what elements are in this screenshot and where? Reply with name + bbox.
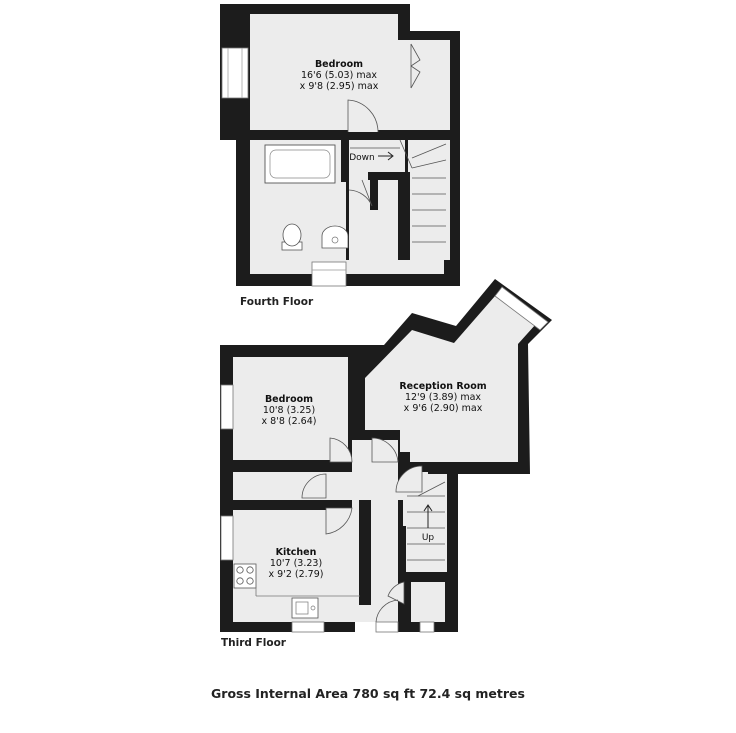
third-bedroom-dim-1: 10'8 (3.25) <box>263 405 315 416</box>
third-inner-wall-1 <box>233 460 330 472</box>
third-bedroom-dim-2: x 8'8 (2.64) <box>262 416 317 427</box>
up-label: Up <box>422 533 435 543</box>
third-inner-wall-3 <box>233 500 303 510</box>
bathroom-door <box>348 179 373 207</box>
fourth-inner-wall-5 <box>368 172 398 180</box>
third-bedroom-name: Bedroom <box>265 394 313 405</box>
third-bedroom-door <box>329 437 353 463</box>
third-floor-plan: Bedroom 10'8 (3.25) x 8'8 (2.64) Recepti… <box>220 279 552 633</box>
kitchen-dim-2: x 9'2 (2.79) <box>269 569 324 580</box>
third-inner-wall-7 <box>403 572 447 582</box>
fourth-inner-wall-3 <box>341 140 349 182</box>
fourth-bedroom-area <box>250 14 450 130</box>
down-arrow-icon <box>378 151 394 161</box>
kitchen-window <box>220 515 234 561</box>
fourth-floor-plan: Bedroom 16'6 (5.03) max x 9'8 (2.95) max… <box>220 4 460 287</box>
fourth-window-left <box>221 47 249 99</box>
cupboard-window <box>419 621 435 633</box>
kitchen-name: Kitchen <box>276 547 317 558</box>
up-arrow-icon <box>423 504 433 528</box>
third-inner-wall-4 <box>359 500 371 605</box>
reception-bay-window <box>494 286 549 331</box>
cupboard-area <box>409 582 445 622</box>
kitchen-bottom-window <box>291 621 325 633</box>
fourth-bedroom-door <box>347 99 379 133</box>
third-bedroom-window <box>220 384 234 430</box>
fourth-floor-label: Fourth Floor <box>240 296 314 308</box>
hob <box>233 563 257 589</box>
third-floor-label: Third Floor <box>221 637 286 649</box>
reception-room-area <box>365 296 536 462</box>
third-stairs <box>407 481 446 561</box>
fourth-bedroom-dim-1: 16'6 (5.03) max <box>301 70 377 81</box>
wardrobe <box>410 43 421 89</box>
entrance-door <box>375 621 399 633</box>
hall-door <box>301 473 327 499</box>
wc <box>281 223 303 251</box>
fourth-bedroom-dim-2: x 9'8 (2.95) max <box>300 81 379 92</box>
basin <box>321 225 349 249</box>
kitchen-door <box>325 507 353 535</box>
fourth-inner-wall <box>246 130 346 140</box>
kitchen-sink <box>291 597 319 619</box>
third-inner-wall-6 <box>398 526 406 574</box>
fourth-inner-wall-2 <box>380 130 450 140</box>
fourth-inner-wall-6 <box>370 180 378 210</box>
kitchen-worktop <box>255 564 360 597</box>
reception-room-dim-2: x 9'6 (2.90) max <box>404 403 483 414</box>
third-inner-wall-2 <box>348 357 365 435</box>
gross-internal-area-caption: Gross Internal Area 780 sq ft 72.4 sq me… <box>211 686 525 701</box>
stair-door <box>395 465 423 493</box>
fourth-inner-wall-4 <box>398 172 410 260</box>
third-inner-wall-8 <box>405 582 411 622</box>
cupboard-door <box>387 581 405 605</box>
fourth-lower-hall <box>250 260 444 274</box>
fourth-stair-area <box>408 140 450 260</box>
down-label: Down <box>349 153 375 163</box>
third-bedroom-area <box>233 357 348 460</box>
reception-room-name: Reception Room <box>399 381 486 392</box>
front-door <box>375 599 399 623</box>
reception-door <box>371 437 399 463</box>
kitchen-dim-1: 10'7 (3.23) <box>270 558 322 569</box>
fourth-stairs <box>350 139 447 243</box>
fourth-window-bottom <box>311 261 347 287</box>
fourth-bedroom-name: Bedroom <box>315 59 363 70</box>
reception-room-dim-1: 12'9 (3.89) max <box>405 392 481 403</box>
